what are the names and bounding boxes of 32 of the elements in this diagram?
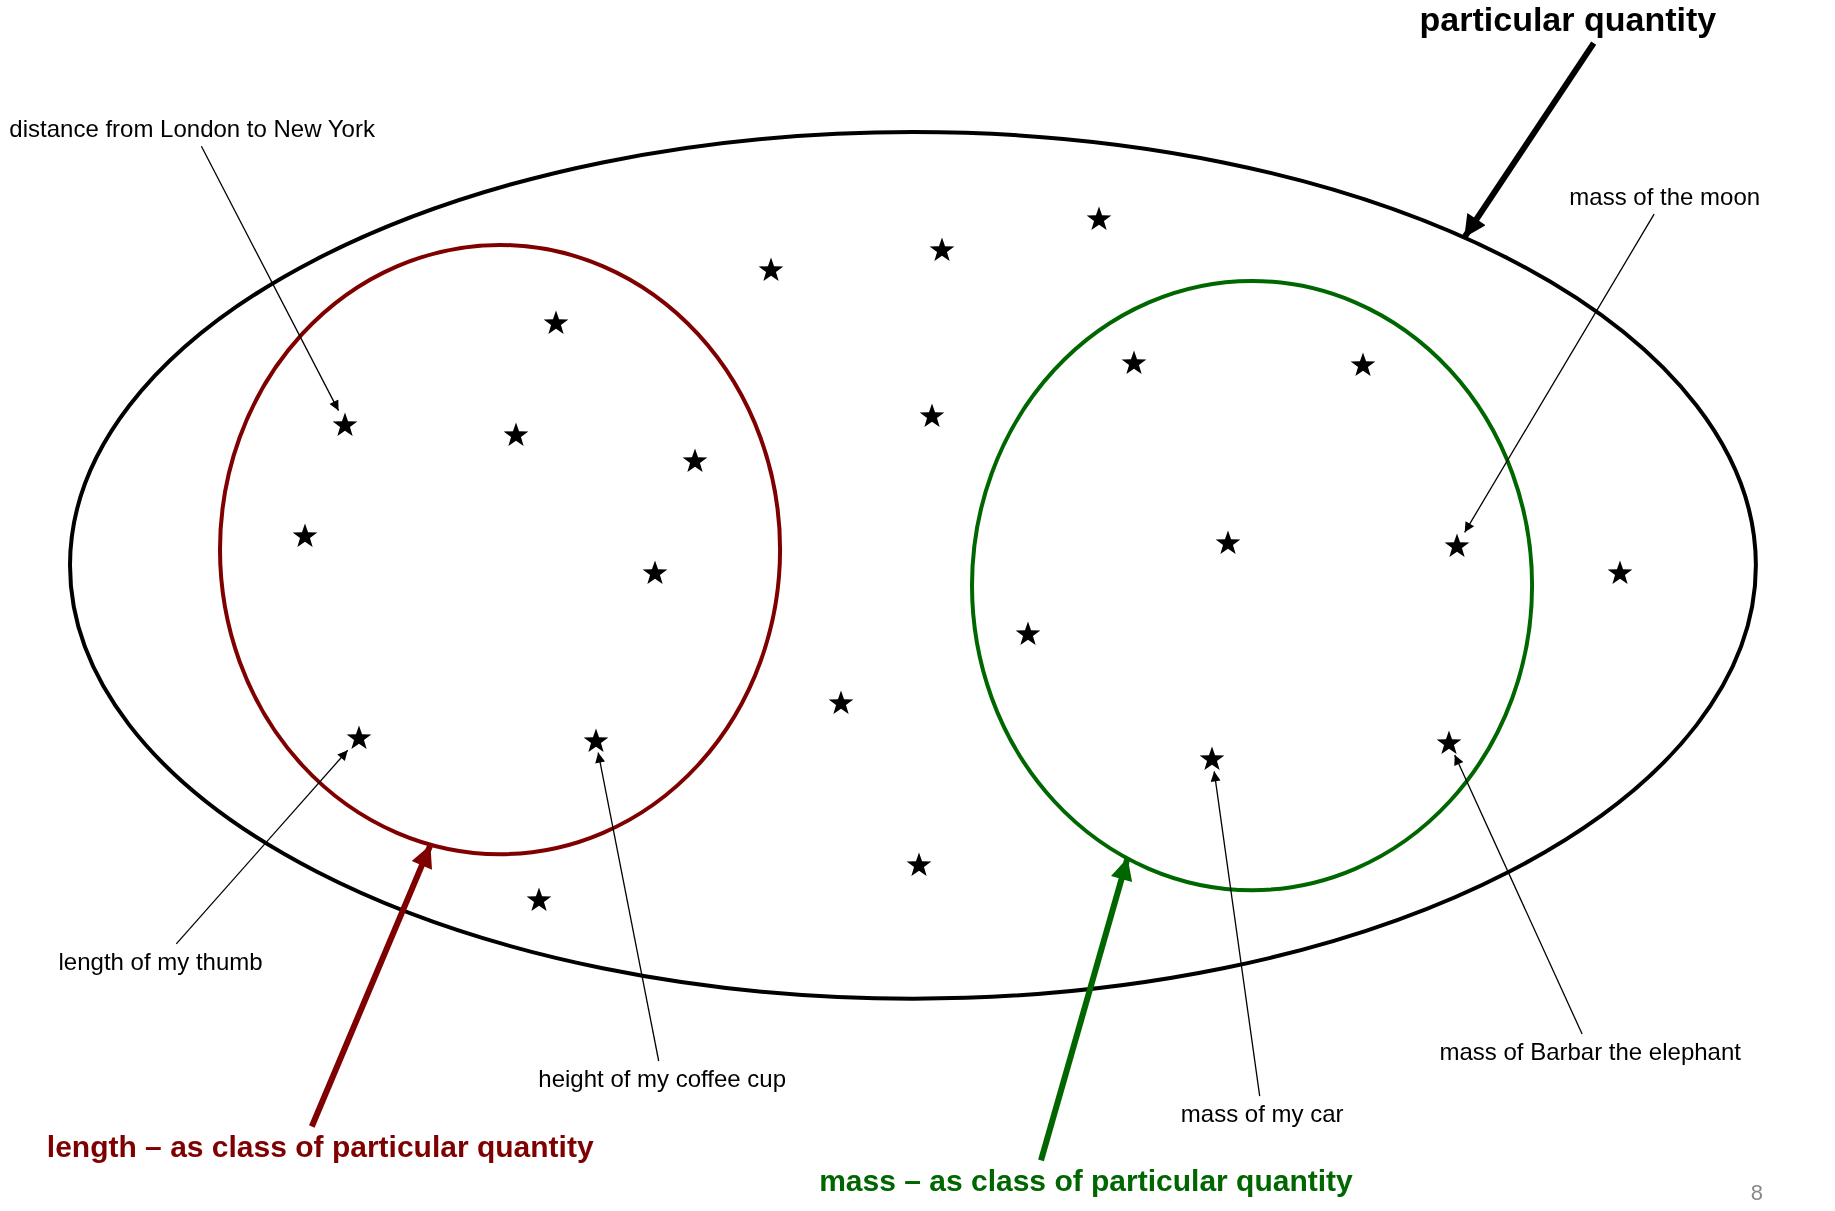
annotation-label: length – as class of particular quantity: [46, 1130, 594, 1165]
star-mark: [758, 256, 785, 283]
annotation-label: mass of Barbar the elephant: [1439, 1038, 1741, 1066]
star-mark: [918, 402, 945, 429]
annotation-label: particular quantity: [1419, 0, 1717, 40]
leader-line: [1454, 754, 1583, 1035]
arrow: [309, 843, 434, 1128]
annotation-label: mass – as class of particular quantity: [819, 1164, 1353, 1199]
star-mark: [346, 724, 373, 751]
leader-line: [1464, 213, 1655, 533]
star-mark: [1444, 532, 1470, 559]
set-circle: [970, 278, 1535, 892]
annotation-label: distance from London to New York: [9, 114, 375, 143]
annotation-label: height of my coffee cup: [538, 1064, 787, 1093]
star-mark: [1606, 559, 1633, 586]
star-mark: [642, 559, 669, 586]
arrow: [1461, 41, 1597, 240]
arrow: [1038, 857, 1133, 1162]
star-mark: [503, 421, 530, 448]
star-mark: [929, 236, 956, 263]
leader-line: [175, 749, 349, 945]
leader-line: [1210, 770, 1261, 1097]
leader-line: [595, 751, 660, 1062]
set-circle: [217, 243, 782, 857]
annotation-label: mass of my car: [1180, 1100, 1344, 1128]
page-number: 8: [1750, 1179, 1763, 1205]
star-mark: [1199, 745, 1226, 772]
leader-line: [200, 145, 340, 412]
annotation-label: mass of the moon: [1569, 182, 1761, 211]
star-mark: [828, 689, 855, 716]
star-mark: [1014, 620, 1041, 647]
annotation-label: length of my thumb: [58, 947, 263, 976]
